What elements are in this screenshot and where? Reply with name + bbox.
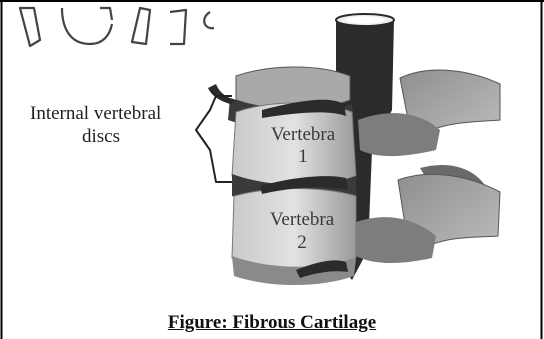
discs-label-line2: discs bbox=[82, 126, 120, 148]
discs-bracket bbox=[196, 96, 232, 182]
discs-label-line1: Internal vertebral bbox=[30, 103, 161, 125]
vertebra-1-label-line2: 1 bbox=[258, 146, 348, 168]
vertebra-1-label-line1: Vertebra bbox=[258, 124, 348, 146]
figure-caption: Figure: Fibrous Cartilage bbox=[0, 312, 544, 334]
vertebra-2-label-line1: Vertebra bbox=[254, 209, 350, 231]
vertebra-2-label-line2: 2 bbox=[254, 232, 350, 254]
vertebra-2-processes bbox=[356, 174, 500, 263]
watermark-mark bbox=[20, 8, 214, 46]
